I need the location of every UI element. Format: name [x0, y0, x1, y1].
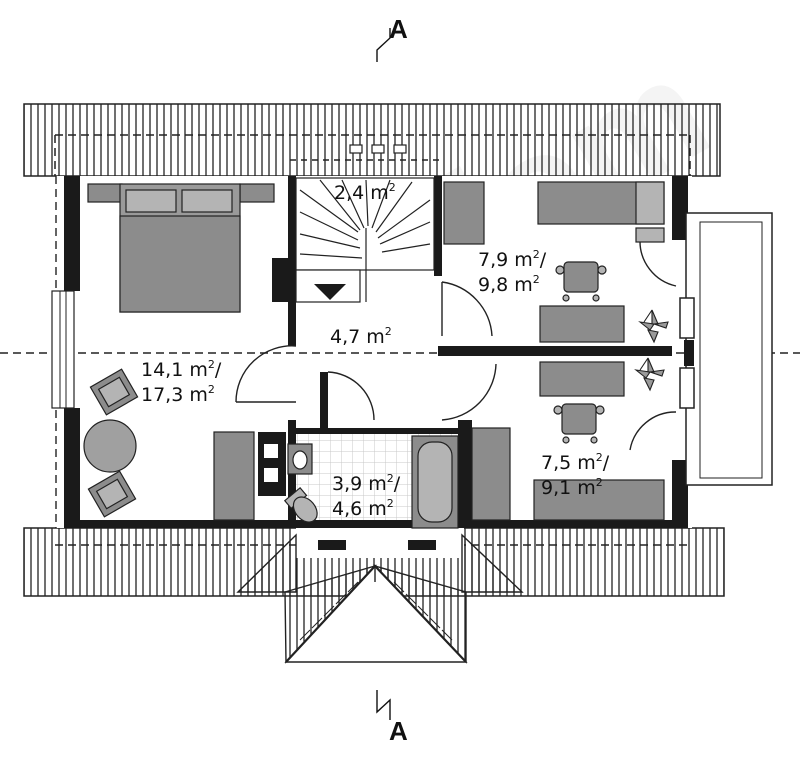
- room-se-area-label: 7,5 m2/ 9,1 m2: [541, 451, 610, 499]
- bathtub-icon: [411, 435, 459, 529]
- office-chair-icon: [553, 403, 605, 444]
- shaft: [258, 432, 286, 496]
- office-chair-icon: [555, 261, 607, 302]
- doors: [235, 239, 677, 451]
- room-se-furniture: [533, 361, 665, 521]
- section-line-bottom: [376, 690, 391, 720]
- staircase: [295, 177, 435, 303]
- armchairs: [87, 368, 139, 518]
- balcony: [679, 212, 773, 486]
- bedroom-area-label: 14,1 m2/ 17,3 m2: [141, 358, 222, 406]
- hall-area-label: 4,7 m2: [330, 325, 392, 348]
- dormer-roof: [236, 533, 524, 664]
- section-line-top: [376, 28, 391, 62]
- section-label-top: A: [389, 14, 408, 44]
- dresser-right: [471, 427, 511, 521]
- room-ne-furniture: [443, 181, 665, 343]
- round-table: [83, 419, 137, 473]
- washbasin-icon: [287, 443, 313, 475]
- room-ne-area-label: 7,9 m2/ 9,8 m2: [478, 248, 547, 296]
- double-bed: [87, 183, 275, 313]
- stair-area-label: 2,4 m2: [334, 181, 396, 204]
- roof-top: [23, 103, 721, 177]
- wardrobe: [213, 431, 255, 521]
- toilet-icon: [283, 486, 318, 523]
- bathroom-area-label: 3,9 m2/ 4,6 m2: [332, 472, 401, 520]
- section-label-bottom: A: [389, 716, 408, 746]
- plant-icon: [638, 309, 669, 344]
- plant-icon: [634, 357, 665, 392]
- stair-direction-arrow: [314, 284, 346, 300]
- skylight-icon: [349, 144, 407, 154]
